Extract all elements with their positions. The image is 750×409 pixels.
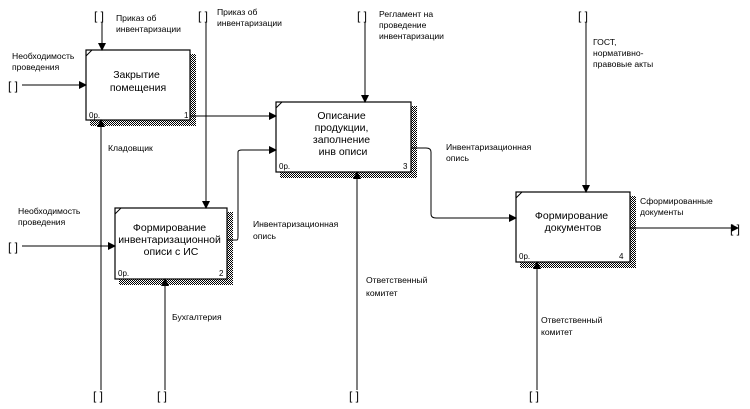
box-4-cost: 0р.	[519, 252, 530, 261]
box-3-cost: 0р.	[279, 162, 290, 171]
tunnel-icon: [ ]	[198, 9, 208, 23]
tunnel-icon: [ ]	[357, 9, 367, 23]
box-3-title: Описание продукции, заполнение инв описи	[313, 110, 373, 158]
tunnel-icon: [ ]	[349, 389, 359, 403]
activity-box-1[interactable]: Закрытие помещения 0р. 1	[85, 49, 196, 126]
label-input-need-2: Необходимость проведения	[18, 206, 83, 227]
box-2-cost: 0р.	[118, 269, 129, 278]
box-1-title: Закрытие помещения	[110, 69, 166, 94]
tunnel-icon: [ ]	[730, 222, 740, 236]
activity-box-2[interactable]: Формирование инвентаризационной описи с …	[114, 207, 233, 285]
tunnel-icon: [ ]	[157, 389, 167, 403]
label-mechanism-committee-1: Ответственный комитет	[366, 275, 430, 298]
arrow-box2-to-box3[interactable]	[227, 146, 277, 241]
tunnel-icon: [ ]	[8, 79, 18, 93]
tunnel-icon: [ ]	[529, 389, 539, 403]
box-4-title: Формирование документов	[535, 210, 611, 234]
activity-box-3[interactable]: Описание продукции, заполнение инв описи…	[275, 101, 417, 178]
box-1-number: 1	[184, 111, 189, 120]
label-control-regulation: Регламент на проведение инвентаризации	[379, 9, 444, 41]
label-control-order-1: Приказ об инвентаризации	[116, 13, 181, 34]
arrow-box3-to-box4[interactable]	[411, 147, 517, 222]
tunnel-icon: [ ]	[578, 9, 588, 23]
tunnel-icon: [ ]	[93, 389, 103, 403]
label-mechanism-accounting: Бухгалтерия	[172, 312, 222, 322]
box-1-cost: 0р.	[89, 111, 100, 120]
label-control-gost: ГОСТ, нормативно- правовые акты	[593, 37, 653, 69]
box-4-number: 4	[619, 252, 624, 261]
box-2-number: 2	[219, 269, 224, 278]
label-mechanism-committee-2: Ответственный комитет	[541, 315, 605, 337]
label-mechanism-storekeeper: Кладовщик	[108, 143, 153, 153]
label-output-documents: Сформированные документы	[640, 196, 715, 217]
label-output-inventory-list-1: Инвентаризационная опись	[253, 219, 341, 241]
tunnel-icon: [ ]	[8, 240, 18, 254]
box-2-title: Формирование инвентаризационной описи с …	[118, 222, 224, 258]
box-3-number: 3	[403, 162, 408, 171]
label-input-need-1: Необходимость проведения	[12, 51, 77, 72]
label-output-inventory-list-2: Инвентаризационная опись	[446, 142, 534, 163]
tunnel-icon: [ ]	[94, 9, 104, 23]
activity-box-4[interactable]: Формирование документов 0р. 4	[515, 191, 636, 268]
label-control-order-2: Приказ об инвентаризации	[217, 7, 282, 28]
